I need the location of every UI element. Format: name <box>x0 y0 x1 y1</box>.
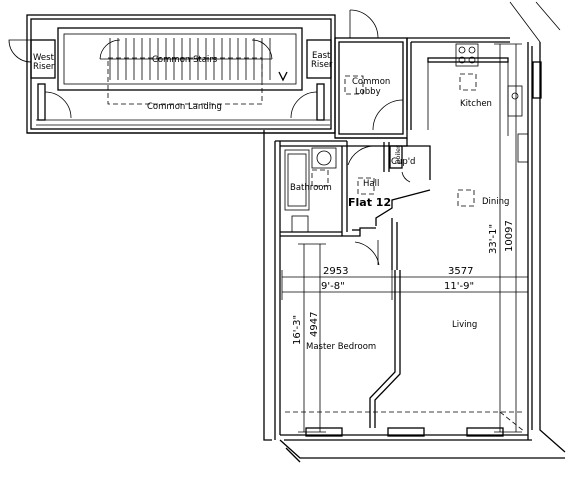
kitchen-label: Kitchen <box>460 99 492 109</box>
kitchen-outline <box>459 73 477 91</box>
kitchen-units <box>427 43 529 163</box>
hob-icon <box>455 43 479 67</box>
east-riser-label-1: East <box>312 51 331 61</box>
living-width-mm: 3577 <box>448 266 473 277</box>
common-lobby-label-1: Common <box>352 77 390 87</box>
dining-label: Dining <box>482 197 509 207</box>
bathroom <box>280 141 348 237</box>
dimension-lines <box>281 43 529 433</box>
common-landing-label: Common Landing <box>147 102 222 112</box>
common-lobby-outline <box>344 75 364 95</box>
west-door-swing <box>8 39 32 63</box>
hall <box>341 138 431 270</box>
cupboard-door-swing <box>347 145 377 166</box>
bedroom-width-mm: 2953 <box>323 266 348 277</box>
living-width-ft: 11'-9" <box>444 281 474 292</box>
boiler-label: Boiler <box>394 145 402 164</box>
living-length-mm: 10097 <box>504 220 515 252</box>
dining-outline <box>457 189 475 207</box>
common-stairs-label: Common Stairs <box>152 55 218 65</box>
bedroom-living-partition <box>369 270 401 428</box>
flat-walls <box>263 1 566 463</box>
landing-door-right <box>290 91 318 119</box>
landing-door-left <box>44 91 72 119</box>
risers <box>30 39 332 121</box>
common-landing-outline <box>107 57 263 105</box>
bathtub-icon <box>284 149 310 211</box>
lobby-door-swing <box>349 9 379 39</box>
bedroom-length-ft: 16'-3" <box>292 315 303 345</box>
common-lobby-label-2: Lobby <box>355 87 381 97</box>
hall-label: Hall <box>363 179 379 189</box>
wc-icon <box>291 215 309 233</box>
living-label: Living <box>452 320 477 330</box>
west-riser-label-2: Riser <box>33 62 55 72</box>
cupboard-label: Cup'd <box>391 157 415 167</box>
west-riser-label-1: West <box>33 53 55 63</box>
basin-icon <box>311 147 337 169</box>
common-block-walls <box>26 14 336 134</box>
bedroom-length-mm: 4947 <box>309 312 320 337</box>
common-stairs <box>57 27 303 91</box>
bathroom-label: Bathroom <box>290 183 332 193</box>
master-bedroom-label: Master Bedroom <box>306 342 376 352</box>
bedroom-width-ft: 9'-8" <box>321 281 345 292</box>
east-riser-label-2: Riser <box>311 60 333 70</box>
flat-entry-door <box>354 241 380 266</box>
lobby-inner-door <box>372 99 404 131</box>
flat-number-label: Flat 12 <box>348 196 391 209</box>
sink-icon <box>507 85 523 117</box>
living-length-ft: 33'-1" <box>488 224 499 254</box>
